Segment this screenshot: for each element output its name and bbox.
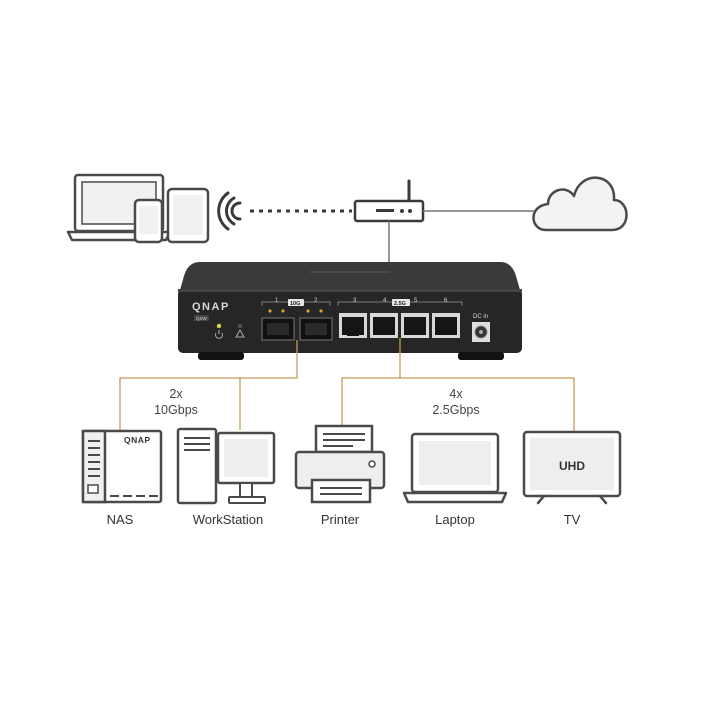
nas-brand-label: QNAP [124, 435, 151, 445]
dc-in-label: DC in [473, 314, 488, 320]
right-speed-label: 2.5Gbps [432, 403, 479, 417]
port-number-5: 5 [414, 298, 418, 304]
sfp-port-2 [299, 317, 333, 341]
nas-icon: QNAP [81, 429, 163, 504]
alert-led [238, 324, 242, 328]
tv-icon: UHD [522, 430, 622, 505]
switch-brand-logo: QNAP [192, 301, 230, 313]
rj45-port-3 [339, 313, 367, 338]
rj45-port-6 [432, 313, 460, 338]
port-number-2: 2 [314, 298, 318, 304]
tablet-icon [166, 187, 210, 244]
rj45-port-4 [370, 313, 398, 338]
device-label-laptop: Laptop [435, 512, 475, 527]
switch-model-badge: QSW [196, 316, 208, 321]
dc-power-port [472, 322, 490, 342]
router-icon [353, 179, 425, 223]
port-number-6: 6 [444, 298, 448, 304]
port-group-10g-label: 10G [290, 301, 300, 307]
network-switch: QNAP QSW 10G 1 2 2.5G [178, 262, 522, 360]
rj45-port-5 [401, 313, 429, 338]
right-speed-count: 4x [449, 387, 463, 401]
device-label-tv: TV [564, 512, 581, 527]
power-icon [215, 330, 223, 339]
port-number-4: 4 [383, 298, 387, 304]
laptop-icon [402, 432, 508, 504]
printer-icon [294, 424, 386, 504]
left-speed-count: 2x [169, 387, 183, 401]
link-lines [119, 338, 575, 434]
device-label-nas: NAS [107, 512, 134, 527]
port-number-1: 1 [275, 298, 279, 304]
tv-screen-text: UHD [559, 459, 585, 473]
workstation-icon [176, 427, 276, 505]
sfp-port-1 [261, 317, 295, 341]
phone-icon [133, 198, 164, 244]
device-label-printer: Printer [321, 512, 360, 527]
cloud-icon [532, 176, 628, 232]
port-number-3: 3 [353, 298, 357, 304]
power-led [216, 323, 222, 329]
left-speed-label: 10Gbps [154, 403, 198, 417]
warning-icon [235, 328, 245, 338]
device-label-workstation: WorkStation [193, 512, 264, 527]
port-group-25g-label: 2.5G [394, 301, 406, 307]
wifi-icon [217, 191, 242, 231]
